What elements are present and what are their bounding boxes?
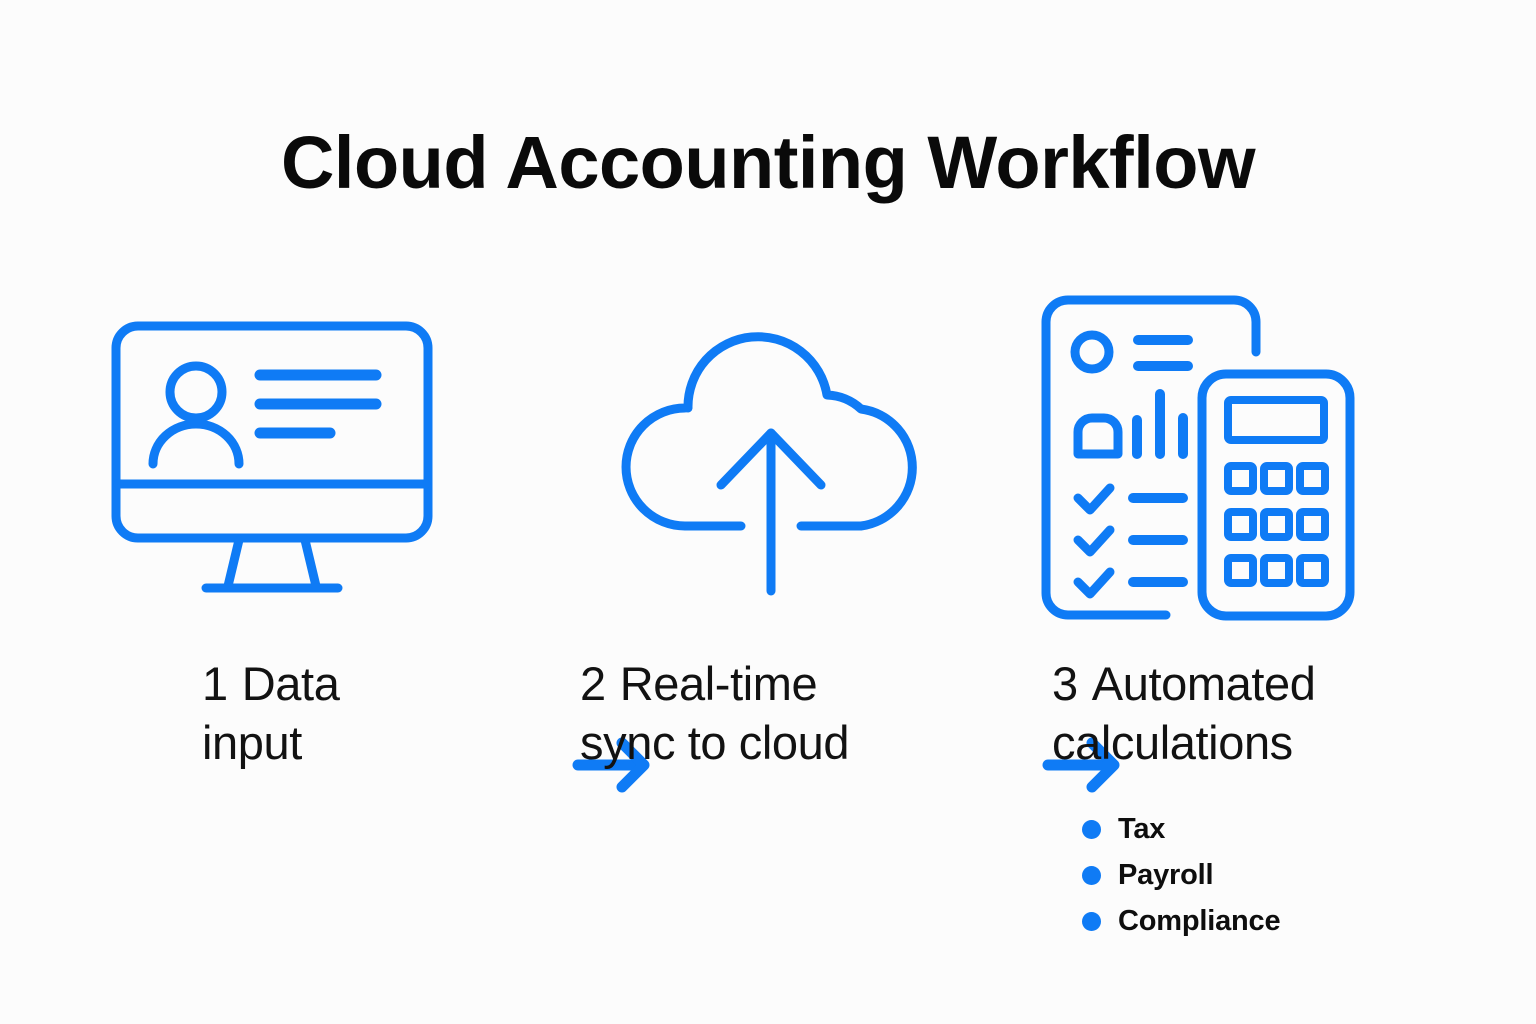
step-1-label-line1: Data	[241, 657, 340, 710]
step-3-icon-container	[1030, 285, 1450, 640]
bullet-label: Tax	[1118, 812, 1166, 845]
step-1-icon-container	[90, 285, 510, 640]
list-item: Payroll	[1082, 852, 1422, 898]
step-3-label-line2: calculations	[1052, 715, 1293, 769]
bullet-label: Compliance	[1118, 904, 1281, 937]
list-item: Tax	[1082, 806, 1422, 852]
arrow-step2-to-step3	[1042, 733, 1132, 797]
page-title: Cloud Accounting Workflow	[280, 121, 1256, 204]
step-2-number: 2	[580, 657, 606, 710]
step-2-label-line2: sync to cloud	[580, 715, 850, 769]
monitor-user-profile-icon	[111, 321, 433, 592]
bullet-dot-icon	[1082, 819, 1101, 839]
step-3-label-line1: Automated	[1091, 657, 1316, 710]
bullet-dot-icon	[1082, 865, 1101, 885]
step-2-icon-container	[560, 285, 980, 640]
step-1-label-line2: input	[202, 715, 302, 769]
step-3-number: 3	[1052, 657, 1078, 710]
document-calculator-icon	[1041, 295, 1355, 621]
bullet-label: Payroll	[1118, 858, 1214, 891]
step-2-label-line1: Real-time	[619, 657, 818, 710]
arrow-step1-to-step2	[572, 733, 662, 797]
step-1-number: 1	[202, 657, 228, 710]
list-item: Compliance	[1082, 898, 1422, 944]
bullet-dot-icon	[1082, 911, 1101, 931]
cloud-upload-icon	[621, 331, 917, 595]
automated-calculations-list: Tax Payroll Compliance	[1082, 806, 1422, 944]
